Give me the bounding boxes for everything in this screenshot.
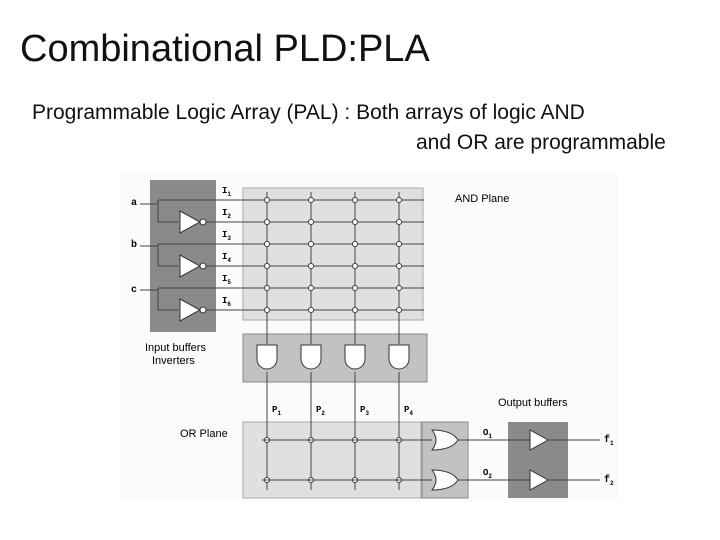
output-buffer-triangle <box>529 469 550 491</box>
inverters-label: Inverters <box>152 355 195 367</box>
inverter-triangle <box>179 298 202 322</box>
line-label-i1: I1 <box>222 186 231 198</box>
output-buffer-triangle <box>529 429 550 451</box>
input-label-b: b <box>131 239 137 251</box>
inverter-branch-wire <box>157 200 178 223</box>
and-plane-crosspoint <box>351 196 359 204</box>
inverter-branch-wire <box>157 288 178 311</box>
and-plane-crosspoint <box>351 284 359 292</box>
and-plane-crosspoint <box>263 196 271 204</box>
output-label-f2: f2 <box>604 474 614 487</box>
and-plane-crosspoint <box>263 218 271 226</box>
and-gate <box>256 344 278 370</box>
and-plane-crosspoint <box>351 218 359 226</box>
and-plane-label: AND Plane <box>455 193 509 205</box>
and-plane-crosspoint <box>395 306 403 314</box>
inverter-triangle <box>179 210 202 234</box>
output-buffers-label: Output buffers <box>498 397 568 409</box>
line-label-i4: I4 <box>222 252 231 264</box>
input-buffers-label: Input buffers <box>145 342 206 354</box>
and-gate <box>388 344 410 370</box>
and-plane-crosspoint <box>263 240 271 248</box>
and-plane-crosspoint <box>307 218 315 226</box>
inverter-branch-wire <box>157 244 178 267</box>
and-plane-crosspoint <box>307 284 315 292</box>
and-plane-crosspoint <box>263 262 271 270</box>
and-plane-crosspoint <box>307 262 315 270</box>
input-label-a: a <box>131 198 137 209</box>
and-plane-crosspoint <box>351 262 359 270</box>
inverter-bubble <box>199 306 207 314</box>
slide-subtitle: Programmable Logic Array (PAL) : Both ar… <box>32 98 666 158</box>
and-gate <box>344 344 366 370</box>
and-plane-crosspoint <box>307 196 315 204</box>
line-label-i3: I3 <box>222 230 231 242</box>
line-label-i6: I6 <box>222 296 231 308</box>
product-label-p1: P1 <box>272 405 281 417</box>
inverter-triangle <box>179 254 202 278</box>
line-label-i5: I5 <box>222 274 231 286</box>
or-gate <box>430 469 459 491</box>
and-plane-crosspoint <box>395 218 403 226</box>
output-label-f1: f1 <box>604 434 614 447</box>
inverter-bubble <box>199 262 207 270</box>
and-plane-crosspoint <box>351 306 359 314</box>
and-plane-crosspoint <box>395 240 403 248</box>
and-plane-crosspoint <box>263 284 271 292</box>
and-plane-crosspoint <box>307 306 315 314</box>
and-plane-crosspoint <box>263 306 271 314</box>
or-plane-label: OR Plane <box>180 428 228 440</box>
product-label-p3: P3 <box>360 405 369 417</box>
product-label-p4: P4 <box>404 405 413 417</box>
wiring <box>140 192 600 491</box>
or-plane <box>242 421 422 499</box>
or-output-label-o1: O1 <box>483 428 492 440</box>
and-plane-crosspoint <box>395 262 403 270</box>
and-plane-crosspoint <box>307 240 315 248</box>
output-buffers-block <box>508 422 568 498</box>
and-plane-crosspoint <box>395 196 403 204</box>
and-plane-crosspoint <box>351 240 359 248</box>
inverter-bubble <box>199 218 207 226</box>
product-label-p2: P2 <box>316 405 325 417</box>
slide-title: Combinational PLD:PLA <box>20 28 430 70</box>
line-label-i2: I2 <box>222 208 231 220</box>
input-label-c: c <box>131 285 137 296</box>
or-output-label-o2: O2 <box>483 468 492 480</box>
or-gate <box>430 429 459 451</box>
subtitle-line-2: and OR are programmable <box>416 131 666 154</box>
and-plane <box>242 187 424 321</box>
subtitle-line-1: Programmable Logic Array (PAL) : Both ar… <box>32 101 585 124</box>
and-plane-crosspoint <box>395 284 403 292</box>
and-gate <box>300 344 322 370</box>
